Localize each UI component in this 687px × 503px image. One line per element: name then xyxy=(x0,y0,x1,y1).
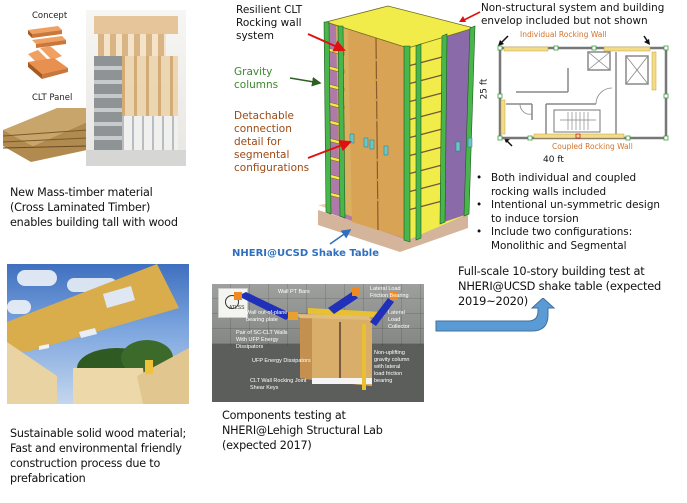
coupled-rocking-wall-label: Coupled Rocking Wall xyxy=(552,142,633,151)
label-line: gravity column xyxy=(374,357,410,363)
label-line: Resilient CLT xyxy=(236,4,303,16)
feature-line: Include two configurations: xyxy=(491,226,633,238)
label-line: Load xyxy=(388,317,401,323)
label-line: envelop included but not shown xyxy=(481,15,648,27)
feature-line: Intentional un-symmetric design xyxy=(491,199,660,211)
caption-line: (expected 2017) xyxy=(222,439,312,452)
sustainable-panel: Sustainable solid wood material; Fast an… xyxy=(0,260,200,500)
label-line: columns xyxy=(234,79,279,91)
feature-line: Monolithic and Segmental xyxy=(491,239,627,252)
detachable-arrow xyxy=(307,139,352,159)
logo-text: ATLSS xyxy=(229,305,245,311)
feature-line: rocking walls included xyxy=(491,185,607,198)
feature-line: Both individual and coupled xyxy=(491,172,637,184)
label-line: detail for xyxy=(234,136,282,148)
label-line: Gravity xyxy=(234,66,273,78)
flow-arrow-icon xyxy=(435,298,556,332)
label-line: segmental xyxy=(234,149,290,161)
non-structural-note: Non-structural system and building envel… xyxy=(481,2,664,28)
ufp-label: UFP Energy Dissipators xyxy=(252,358,311,364)
label-line: with lateral xyxy=(374,364,401,370)
concept-label: Concept xyxy=(32,11,68,21)
label-line: Non-uplifting xyxy=(374,350,405,356)
label-line: Non-structural system and building xyxy=(481,2,665,14)
floor-plan-panel: Individual Rocking Wall 25 ft xyxy=(476,28,686,168)
floor-plan-drawing xyxy=(497,35,669,147)
label-line: Lateral Load xyxy=(370,286,401,292)
shake-table-label: NHERI@UCSD Shake Table xyxy=(232,248,379,259)
label-line: Pair of SC-CLT Walls xyxy=(236,330,288,336)
construction-photo xyxy=(7,264,189,404)
building-3d-model xyxy=(318,5,476,252)
clt-panel-image xyxy=(3,108,87,162)
caption-line: enables building tall with wood xyxy=(10,216,178,229)
clt-concept-icon xyxy=(28,26,68,79)
gravity-columns-label: Gravity columns xyxy=(234,66,278,92)
label-line: Detachable xyxy=(234,110,295,122)
sustainable-caption: Sustainable solid wood material; Fast an… xyxy=(10,426,186,486)
label-line: Collector xyxy=(388,324,410,330)
components-test-image: ATLSS Wall PT Bars Lateral Load Friction… xyxy=(212,284,424,402)
label-line: CLT Wall Rocking Joint xyxy=(250,378,307,384)
dim-width-label: 40 ft xyxy=(543,155,564,165)
annotation-arrows xyxy=(289,33,352,245)
label-line: With UFP Energy xyxy=(236,337,279,343)
individual-rocking-wall-label: Individual Rocking Wall xyxy=(520,30,607,39)
rocking-wall-arrow xyxy=(307,33,346,52)
label-line: configurations xyxy=(234,162,310,174)
pt-bars-label: Wall PT Bars xyxy=(278,289,310,295)
label-line: system xyxy=(236,30,274,42)
lateral-collector-label: Lateral Load Collector xyxy=(388,310,410,331)
atlss-logo: ATLSS xyxy=(218,288,248,318)
non-structural-arrow xyxy=(459,11,481,22)
caption-line: prefabrication xyxy=(10,472,86,485)
feature-item: Include two configurations:Monolithic an… xyxy=(474,226,684,253)
gravity-arrow xyxy=(289,76,322,87)
timber-building-photo xyxy=(86,10,186,166)
caption-line: Sustainable solid wood material; xyxy=(10,427,187,440)
label-line: Dissipators xyxy=(236,344,264,350)
label-line: load friction xyxy=(374,371,403,377)
caption-line: NHERI@UCSD shake table (expected xyxy=(458,279,662,293)
label-line: Lateral xyxy=(388,310,405,316)
caption-line: 2019~2020) xyxy=(458,294,528,308)
shake-table-arrow xyxy=(329,229,352,245)
out-of-plane-label: Wall out-of-plane bearing plate xyxy=(246,310,287,324)
caption-line: Fast and environmental friendly xyxy=(10,442,182,455)
lateral-bearing-label: Lateral Load Friction Bearing xyxy=(370,286,409,300)
label-line: bearing xyxy=(374,378,393,384)
label-line: Shear Keys xyxy=(250,385,279,391)
feature-line: to induce torsion xyxy=(491,212,579,225)
label-line: connection xyxy=(234,123,292,135)
label-line: Friction Bearing xyxy=(370,293,409,299)
mass-timber-panel: Concept CLT Panel New Mass-timber materi… xyxy=(0,0,230,245)
caption-line: Components testing at xyxy=(222,409,346,422)
detachable-connection-label: Detachable connection detail for segment… xyxy=(234,110,309,175)
caption-line: New Mass-timber material xyxy=(10,186,153,199)
label-line: Wall out-of-plane xyxy=(246,310,288,316)
non-uplifting-label: Non-uplifting gravity column with latera… xyxy=(374,350,409,385)
caption-line: (Cross Laminated Timber) xyxy=(10,201,151,214)
mass-timber-caption: New Mass-timber material (Cross Laminate… xyxy=(10,185,178,230)
pair-walls-label: Pair of SC-CLT Walls With UFP Energy Dis… xyxy=(236,330,288,351)
components-caption: Components testing at NHERI@Lehigh Struc… xyxy=(222,408,383,453)
components-panel: ATLSS Wall PT Bars Lateral Load Friction… xyxy=(212,284,424,499)
caption-line: construction process due to xyxy=(10,457,161,470)
label-line: bearing plate xyxy=(246,317,278,323)
caption-line: Full-scale 10-story building test at xyxy=(458,264,645,278)
clt-panel-label: CLT Panel xyxy=(32,93,73,103)
rocking-joint-label: CLT Wall Rocking Joint Shear Keys xyxy=(250,378,306,392)
full-scale-caption: Full-scale 10-story building test at NHE… xyxy=(458,264,661,309)
label-line: Rocking wall xyxy=(236,17,302,29)
rocking-wall-label: Resilient CLT Rocking wall system xyxy=(236,4,302,43)
caption-line: NHERI@Lehigh Structural Lab xyxy=(222,424,383,437)
building-model-panel: Resilient CLT Rocking wall system Gravit… xyxy=(230,0,480,262)
